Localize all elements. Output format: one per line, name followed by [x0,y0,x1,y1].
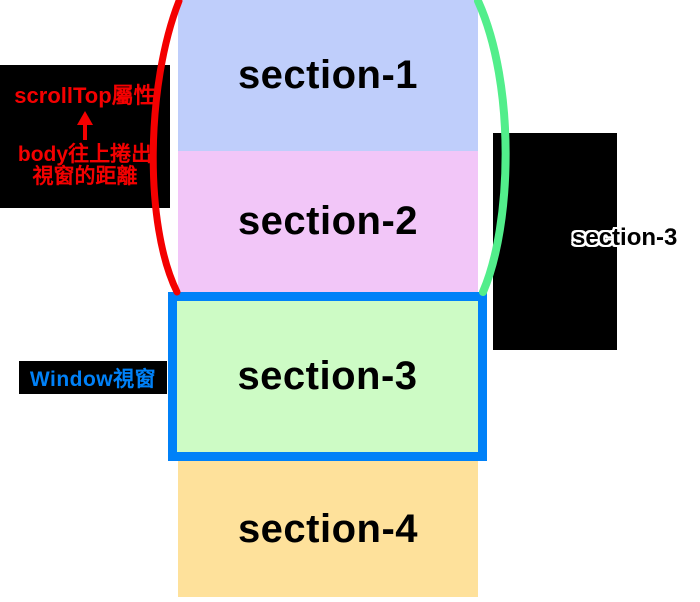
scrolltop-note: scrollTop屬性 body往上捲出 視窗的距離 [0,65,170,208]
section-4-block: section-4 [178,461,478,597]
up-arrow-icon [77,111,93,141]
section-2-label: section-2 [237,199,419,243]
section-3-label: section-3 [237,354,418,398]
right-annotation-text: section-3 [572,224,678,251]
section-1-label: section-1 [237,53,419,97]
window-viewport-box: section-3 [168,292,487,461]
window-viewport-label: Window視窗 [19,361,167,394]
scrolltop-note-line2: body往上捲出 [17,143,153,167]
scrolltop-note-line3: 視窗的距離 [32,165,138,188]
section-1-block: section-1 [178,0,478,151]
scrolltop-note-title: scrollTop屬性 [14,83,156,109]
window-viewport-label-text: Window視窗 [29,367,157,391]
section-2-block: section-2 [178,151,478,292]
right-annotation-box [493,133,617,350]
section-4-label: section-4 [237,506,419,551]
